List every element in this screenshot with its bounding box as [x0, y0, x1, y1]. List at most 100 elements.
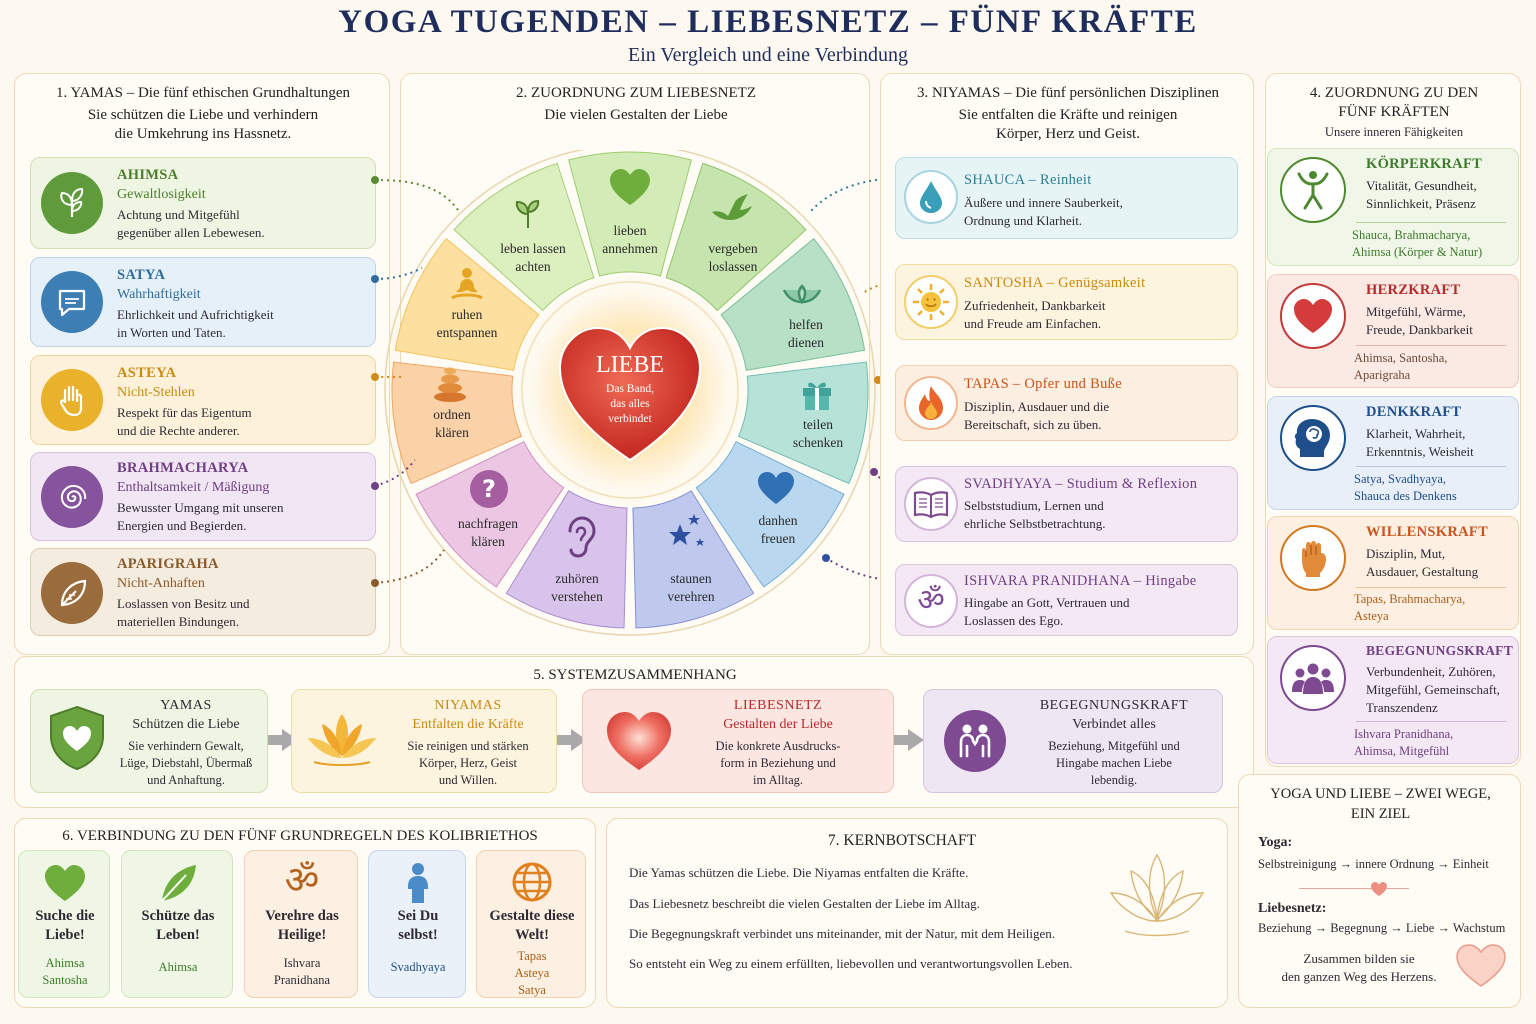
wheel-segment [737, 361, 869, 485]
kraft-card-willen: WILLENSKRAFT Disziplin, Mut, Ausdauer, G… [1267, 516, 1519, 630]
niyama-text-1: Zufriedenheit, Dankbarkeit [964, 298, 1106, 313]
kraft-name: DENKKRAFT [1366, 404, 1462, 420]
kraft-card-begegnung: BEGEGNUNGSKRAFT Verbundenheit, Zuhören, … [1267, 636, 1519, 764]
kraft-name: HERZKRAFT [1366, 282, 1461, 298]
kraft-text-2: Ausdauer, Gestaltung [1366, 564, 1479, 579]
wheel-segment [453, 162, 595, 312]
system-box-yamas: YAMAS Schützen die Liebe Sie verhindern … [30, 689, 268, 793]
heart-icon [758, 472, 794, 504]
yama-text-2: Energien und Begierden. [117, 518, 247, 533]
kraft-card-denk: DENKKRAFT Klarheit, Wahrheit, Erkenntnis… [1267, 396, 1519, 510]
center-line-1: Das Band, [606, 383, 654, 395]
yama-text-1: Loslassen von Besitz und [117, 596, 250, 611]
wheel-segment [695, 441, 845, 588]
sun-icon [904, 275, 958, 329]
wheel-segment [394, 237, 540, 371]
kraft-card-herz: HERZKRAFT Mitgefühl, Wärme, Freude, Dank… [1267, 274, 1519, 388]
stars-icon [669, 514, 704, 546]
kraft-text-1: Klarheit, Wahrheit, [1366, 426, 1466, 441]
kraefte-title-2: FÜNF KRÄFTEN [1338, 104, 1450, 120]
niyama-card-tapas: TAPAS – Opfer und Buße Disziplin, Ausdau… [895, 365, 1238, 441]
niyama-text-1: Selbststudium, Lernen und [964, 498, 1104, 513]
wege-yoga-label: Yoga: [1258, 835, 1293, 850]
center-line-2: das alles [610, 398, 650, 410]
love-heart-icon [558, 326, 702, 462]
group-icon [1280, 645, 1346, 711]
system-box-sub: Gestalten der Liebe [723, 717, 833, 732]
wege-liebe-path: Beziehung → Begegnung → Liebe → Wachstum [1258, 921, 1506, 935]
niyama-name: SVADHYAYA – Studium & Reflexion [964, 476, 1198, 492]
kraft-text-2: Freude, Dankbarkeit [1366, 322, 1473, 337]
wheel-segment [391, 361, 523, 485]
yama-text-1: Respekt für das Eigentum [117, 405, 252, 420]
yama-name: SATYA [117, 267, 166, 283]
niyama-card-svadhyaya: SVADHYAYA – Studium & Reflexion Selbstst… [895, 466, 1238, 542]
kraft-text-1: Vitalität, Gesundheit, [1366, 178, 1477, 193]
heart-icon [610, 169, 650, 205]
niyama-text-2: Loslassen des Ego. [964, 613, 1064, 628]
system-box-begegnung: BEGEGNUNGSKRAFT Verbindet alles Beziehun… [923, 689, 1223, 793]
yamas-sub-1: Sie schützen die Liebe und verhindern [87, 107, 319, 123]
niyama-text-1: Disziplin, Ausdauer und die [964, 399, 1110, 414]
system-box-text: Sie verhindern Gewalt,Lüge, Diebstahl, Ü… [119, 739, 253, 787]
yama-name: ASTEYA [117, 365, 177, 381]
heart-icon [1280, 283, 1346, 349]
kraft-related-2: Aparigraha [1354, 368, 1411, 382]
system-box-name: YAMAS [160, 698, 212, 713]
niyama-text-2: Ordnung und Klarheit. [964, 213, 1083, 228]
sprout-icon [515, 199, 540, 228]
kraft-text-3: Transzendenz [1366, 700, 1438, 715]
niyama-name: SHAUCA – Reinheit [964, 172, 1092, 188]
system-box-name: NIYAMAS [434, 698, 502, 713]
kraft-text-1: Verbundenheit, Zuhören, [1366, 664, 1496, 679]
head-brain-icon [1280, 405, 1346, 471]
niyama-text-2: und Freude am Einfachen. [964, 316, 1102, 331]
water-drop-icon [904, 170, 958, 224]
kraft-related-2: Shauca des Denkens [1354, 489, 1457, 503]
system-box-text: Die konkrete Ausdrucks-form in Beziehung… [715, 739, 841, 787]
kolibri-related: Svadhyaya [390, 960, 446, 974]
yama-text-2: und die Rechte anderer. [117, 423, 240, 438]
shield-icon [50, 705, 104, 771]
kraft-text-1: Mitgefühl, Wärme, [1366, 304, 1466, 319]
yama-card-satya: SATYA Wahrhaftigkeit Ehrlichkeit und Auf… [30, 257, 376, 347]
yamas-sub-2: die Umkehrung ins Hassnetz. [114, 126, 292, 142]
page-title: YOGA TUGENDEN – LIEBESNETZ – FÜNF KRÄFTE [338, 4, 1198, 40]
wege-title-2: EIN ZIEL [1350, 806, 1411, 822]
kern-panel: 7. KERNBOTSCHAFT Die Yamas schützen die … [606, 818, 1228, 1008]
kern-line: So entsteht ein Weg zu einem erfüllten, … [629, 956, 1073, 971]
niyama-card-ishvara: ॐ ISHVARA PRANIDHANA – Hingabe Hingabe a… [895, 564, 1238, 636]
yama-card-asteya: ASTEYA Nicht-Stehlen Respekt für das Eig… [30, 355, 376, 445]
yama-text-1: Ehrlichkeit und Aufrichtigkeit [117, 307, 274, 322]
kraft-name: KÖRPERKRAFT [1366, 156, 1483, 172]
yama-sub: Nicht-Stehlen [117, 385, 195, 400]
system-box-sub: Schützen die Liebe [132, 717, 240, 732]
wege-liebe-label: Liebesnetz: [1258, 901, 1327, 916]
flame-icon [904, 376, 958, 430]
niyamas-sub-2: Körper, Herz und Geist. [996, 126, 1140, 142]
kraft-text-2: Mitgefühl, Gemeinschaft, [1366, 682, 1500, 697]
globe-icon [512, 862, 552, 902]
kraefte-sub: Unsere inneren Fähigkeiten [1324, 125, 1464, 139]
yama-text-2: in Worten und Taten. [117, 325, 226, 340]
wheel-segment [665, 162, 807, 312]
flow-arrow-2 [557, 735, 571, 745]
kern-title: 7. KERNBOTSCHAFT [827, 832, 977, 849]
yama-name: APARIGRAHA [117, 556, 219, 572]
